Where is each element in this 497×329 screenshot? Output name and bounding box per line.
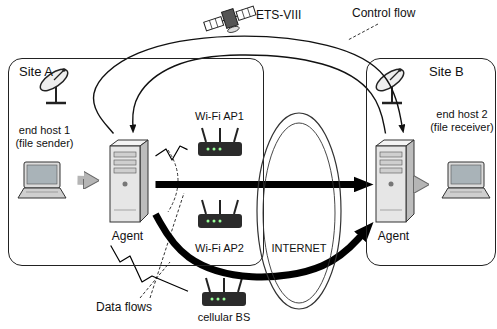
node-label: Site B — [429, 64, 464, 80]
laptop-icon — [18, 162, 66, 198]
cellular-bs: cellular BS — [188, 268, 260, 326]
callout-label: Data flows — [96, 300, 152, 314]
node-label: INTERNET — [271, 242, 328, 255]
node-label: end host 2 (file receiver) — [430, 108, 495, 134]
control-flow-arrow — [93, 36, 402, 133]
file-transfer-arrow — [78, 176, 89, 185]
node-label: Wi-Fi AP2 — [195, 242, 244, 255]
node-label: ETS-VIII — [256, 8, 301, 22]
callout-label: Control flow — [352, 6, 415, 20]
satellite: ETS-VIII — [200, 2, 312, 36]
node-label: Agent — [112, 229, 143, 243]
wireless-link — [111, 246, 188, 292]
agent-server: Agent — [100, 134, 156, 246]
router-icon — [198, 128, 242, 156]
wifi-ap: Wi-Fi AP2 — [188, 198, 252, 258]
router-icon — [198, 200, 242, 228]
router-icon — [202, 278, 246, 306]
server-icon — [376, 140, 414, 222]
server-icon — [110, 140, 148, 222]
satellite-icon — [202, 2, 258, 39]
internet-cloud: INTERNET — [256, 112, 342, 310]
site-region: Site B Agent end host 2 (file receiver) — [366, 58, 496, 266]
end-host: end host 2 (file receiver) — [430, 108, 495, 208]
internet-ellipse — [256, 112, 342, 310]
node-label: end host 1 (file sender) — [12, 124, 78, 150]
leader-line — [348, 24, 378, 40]
node-label: Site A — [19, 64, 53, 80]
wireless-link — [156, 146, 188, 160]
end-host: end host 1 (file sender) — [12, 124, 78, 210]
laptop-icon — [442, 162, 490, 198]
file-transfer-arrow — [414, 180, 419, 189]
node-label: Wi-Fi AP1 — [195, 110, 244, 123]
node-label: Agent — [378, 229, 409, 243]
data-flow-arrow — [156, 181, 360, 188]
site-region: Site Aend host 1 (file sender)AgentWi-Fi… — [8, 58, 264, 266]
wifi-ap: Wi-Fi AP1 — [188, 108, 252, 170]
node-label: cellular BS — [198, 311, 251, 324]
control-flow-arrow — [133, 55, 386, 134]
agent-server: Agent — [374, 134, 414, 246]
